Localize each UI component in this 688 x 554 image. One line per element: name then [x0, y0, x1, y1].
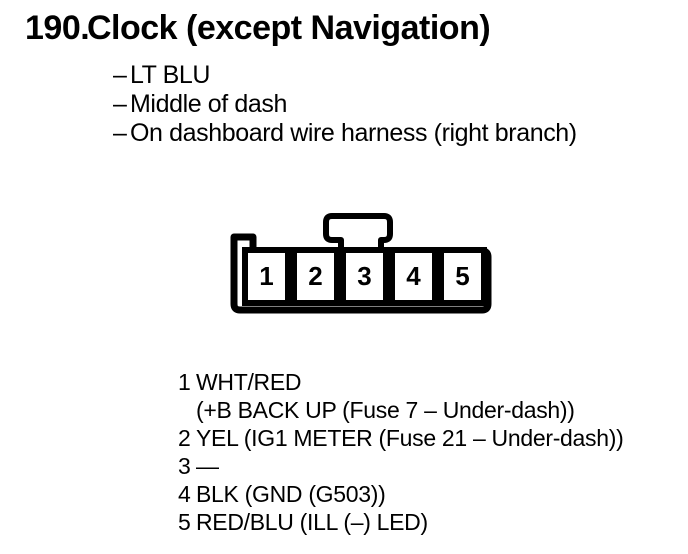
- item-number: 190.: [25, 9, 90, 47]
- pin-number: 4: [178, 481, 191, 507]
- note-text: LT BLU: [130, 61, 211, 89]
- note-dash: –: [113, 90, 127, 118]
- pin-cavity-2: 2: [291, 247, 340, 306]
- pin-description-line: —: [196, 453, 219, 479]
- pin-cavity-1: 1: [242, 247, 291, 306]
- item-title: Clock (except Navigation): [87, 9, 491, 47]
- pin-description-line: (+B BACK UP (Fuse 7 – Under-dash)): [196, 397, 575, 423]
- pin-description: WHT/RED(+B BACK UP (Fuse 7 – Under-dash)…: [196, 368, 575, 424]
- note-item: –LT BLU: [113, 61, 577, 90]
- connector-latch-outline: [323, 213, 393, 252]
- pin-list-row: 3—: [178, 452, 623, 480]
- pin-number: 5: [178, 509, 191, 535]
- note-item: –Middle of dash: [113, 90, 577, 119]
- notes-list: –LT BLU–Middle of dash–On dashboard wire…: [113, 61, 577, 148]
- page-title: 190. Clock (except Navigation): [25, 8, 491, 48]
- pin-number: 1: [178, 369, 191, 395]
- pin-number: 3: [178, 453, 191, 479]
- pin-description: —: [196, 452, 219, 480]
- pin-cavity-4: 4: [389, 247, 438, 306]
- pin-description: RED/BLU (ILL (–) LED): [196, 508, 428, 536]
- pin-description-line: YEL (IG1 METER (Fuse 21 – Under-dash)): [196, 425, 624, 451]
- pin-description-line: WHT/RED: [196, 369, 302, 395]
- pin-number: 2: [178, 425, 191, 451]
- pin-cavity-3: 3: [340, 247, 389, 306]
- note-dash: –: [113, 119, 127, 147]
- pin-description-line: RED/BLU (ILL (–) LED): [196, 509, 428, 535]
- note-text: On dashboard wire harness (right branch): [130, 119, 577, 147]
- note-item: –On dashboard wire harness (right branch…: [113, 119, 577, 148]
- pin-description: BLK (GND (G503)): [196, 480, 386, 508]
- note-dash: –: [113, 61, 127, 89]
- pin-cavity-5: 5: [438, 247, 487, 306]
- note-text: Middle of dash: [130, 90, 287, 118]
- pin-description: YEL (IG1 METER (Fuse 21 – Under-dash)): [196, 424, 624, 452]
- pin-description-line: BLK (GND (G503)): [196, 481, 386, 507]
